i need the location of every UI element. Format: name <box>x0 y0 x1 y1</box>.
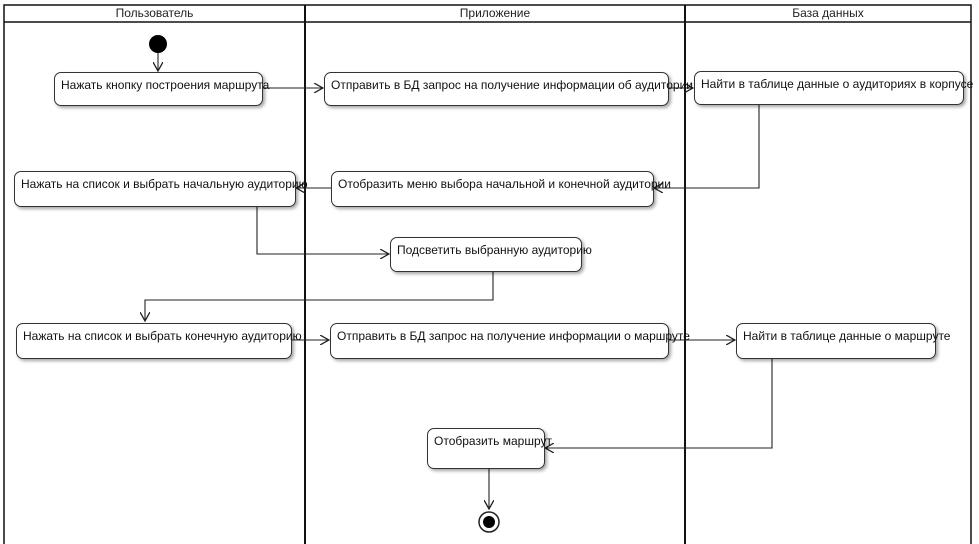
activity-press-route-button: Нажать кнопку построения маршрута <box>54 72 269 106</box>
initial-node <box>149 35 167 53</box>
flow-a6-a7 <box>145 272 494 321</box>
flow-a9-a10 <box>545 358 773 448</box>
flow-a5-a6 <box>256 207 389 254</box>
final-node <box>483 516 495 528</box>
activity-send-room-query: Отправить в БД запрос на получение инфор… <box>324 72 693 106</box>
lane-header-db: База данных <box>792 6 864 20</box>
activity-select-end-room: Нажать на список и выбрать конечную ауди… <box>16 323 302 359</box>
activity-show-room-menu: Отобразить меню выбора начальной и конеч… <box>331 171 671 207</box>
activity-find-rooms-data: Найти в таблице данные о аудиториях в ко… <box>694 71 973 105</box>
flow-a3-a4 <box>654 104 760 188</box>
activity-send-route-query: Отправить в БД запрос на получение инфор… <box>330 323 690 359</box>
activity-select-start-room: Нажать на список и выбрать начальную ауд… <box>14 171 308 207</box>
activity-find-route-data: Найти в таблице данные о маршруте <box>736 323 950 359</box>
lane-frame <box>3 4 972 544</box>
lane-header-app: Приложение <box>459 6 531 20</box>
activity-show-route: Отобразить маршрут <box>427 428 552 469</box>
lane-header-user: Пользователь <box>115 6 194 20</box>
activity-highlight-room: Подсветить выбранную аудиторию <box>390 237 592 272</box>
